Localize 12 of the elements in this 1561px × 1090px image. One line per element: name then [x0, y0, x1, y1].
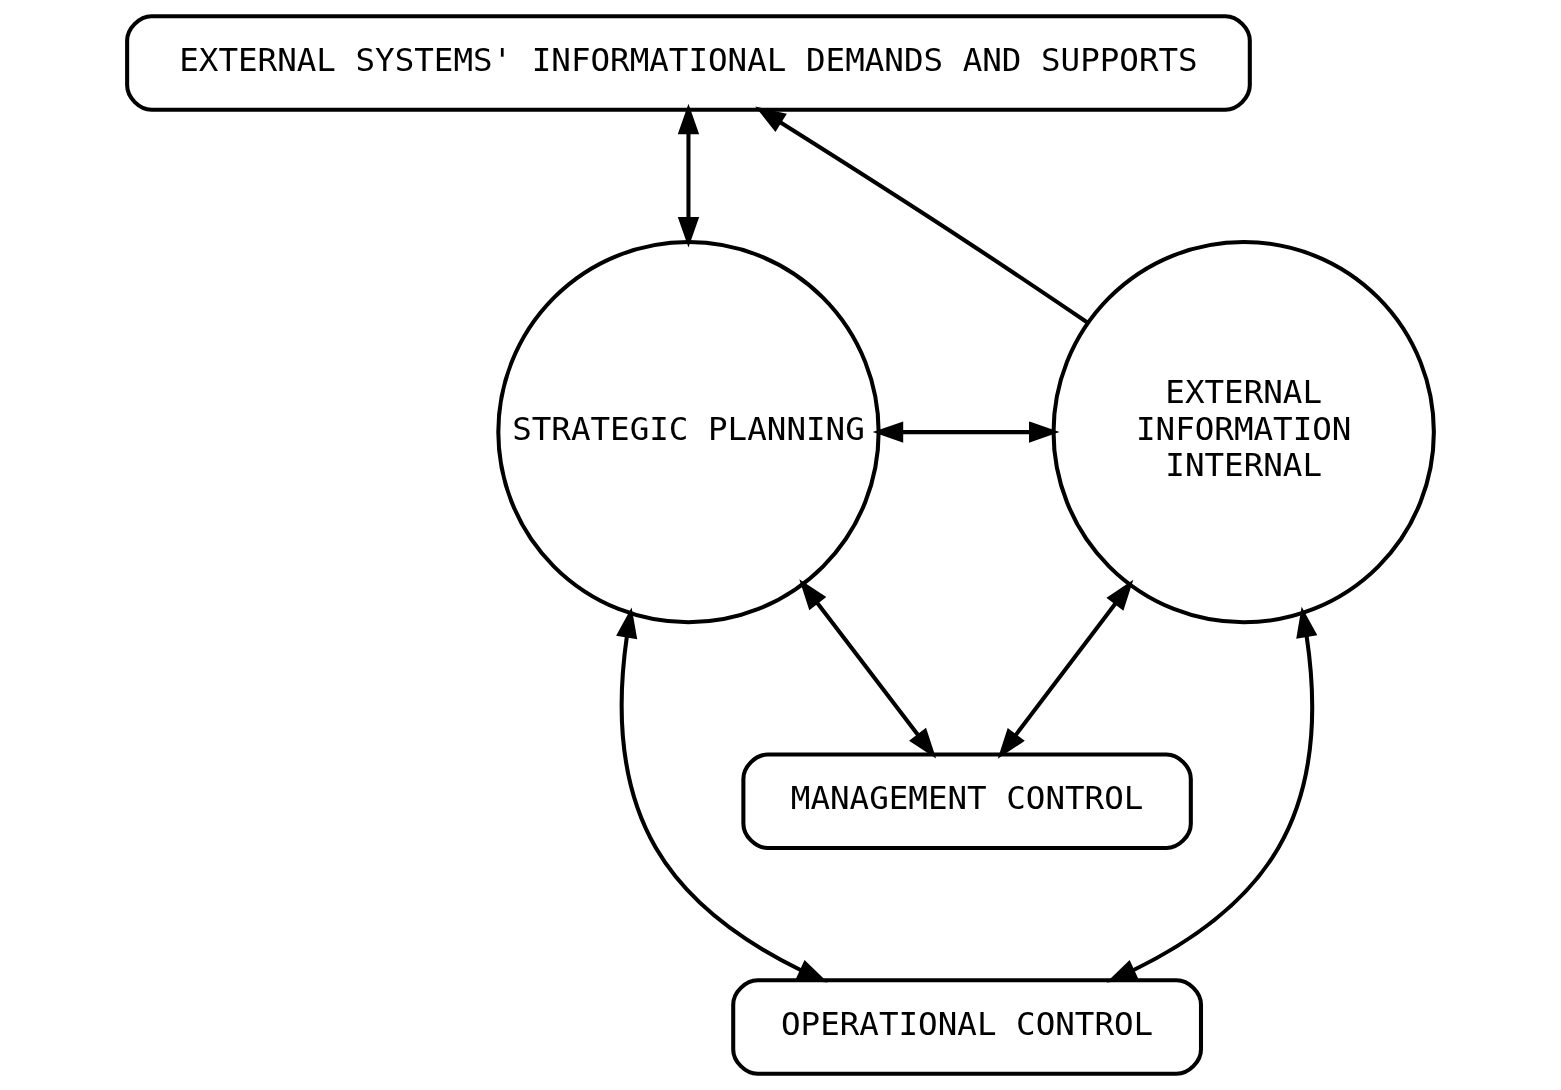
- arrow: [677, 103, 700, 248]
- arrow: [997, 579, 1134, 759]
- node-circle: EXTERNAL INFORMATION INTERNAL: [1051, 239, 1436, 625]
- node-box: EXTERNAL SYSTEMS' INFORMATIONAL DEMANDS AND SUPPORTS: [125, 14, 1252, 112]
- node-box: MANAGEMENT CONTROL: [741, 752, 1193, 851]
- arrow: [616, 607, 828, 983]
- arrow: [755, 106, 1089, 325]
- node-box: OPERATIONAL CONTROL: [731, 978, 1204, 1076]
- arrow: [1106, 606, 1318, 983]
- node-circle: STRATEGIC PLANNING: [496, 239, 881, 625]
- arrow: [799, 579, 937, 759]
- arrow: [872, 421, 1060, 443]
